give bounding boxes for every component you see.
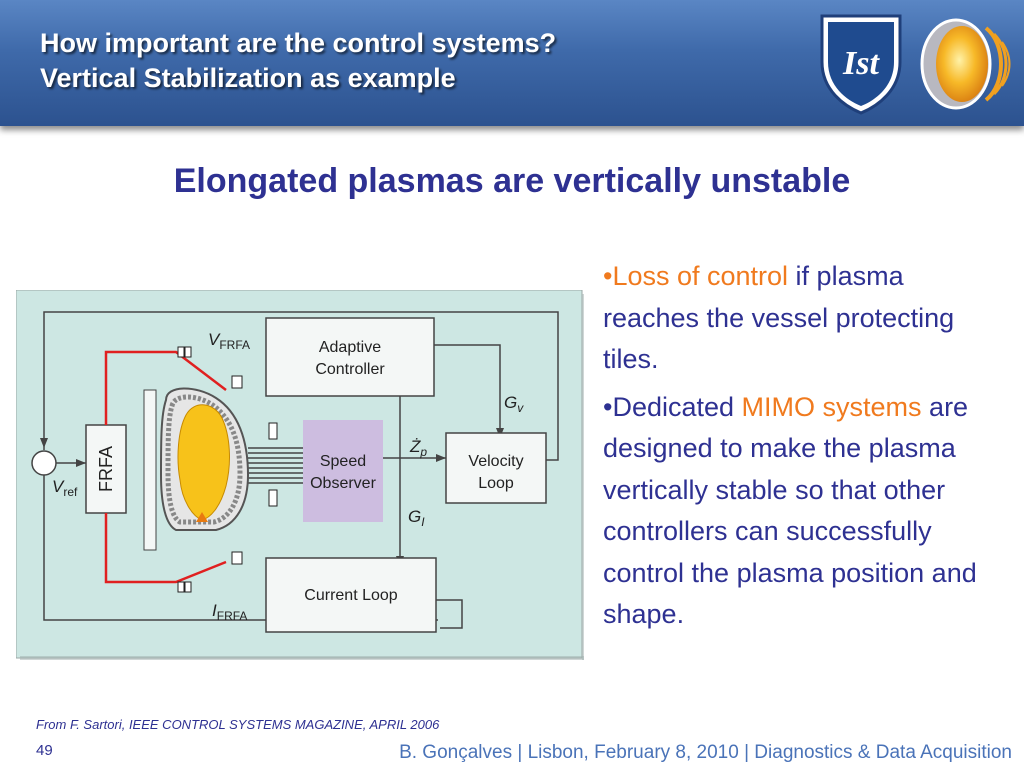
v-ref-label: Vref <box>52 477 78 499</box>
frfa-label: FRFA <box>96 446 116 492</box>
current-loop-label: Current Loop <box>304 587 397 604</box>
g-v-label: Gv <box>504 393 524 415</box>
slide-title: How important are the control systems? V… <box>40 26 800 96</box>
bullet-item-loss-of-control: •Loss of control if plasma reaches the v… <box>603 261 955 374</box>
summing-node <box>31 450 57 476</box>
plasma-logo <box>920 18 1011 110</box>
adaptive-controller-label-line2: Controller <box>315 361 385 378</box>
slide-subtitle: Elongated plasmas are vertically unstabl… <box>173 162 851 200</box>
adaptive-controller-block <box>265 317 435 397</box>
slide-title-line1: How important are the control systems? <box>40 28 557 58</box>
zp-dot-label: Żp <box>409 437 427 459</box>
vessel-rail-left <box>143 389 157 551</box>
velocity-loop-block <box>445 432 547 504</box>
i-frfa-label: IFRFA <box>212 601 247 623</box>
coil-markers <box>177 346 278 593</box>
speed-observer-label-line1: Speed <box>320 453 366 470</box>
velocity-loop-label-line1: Velocity <box>468 453 523 470</box>
figure-source-caption: From F. Sartori, IEEE CONTROL SYSTEMS MA… <box>36 717 440 732</box>
v-frfa-label: VFRFA <box>208 330 250 352</box>
bullet-list: •Loss of control if plasma reaches the v… <box>603 256 1003 642</box>
g-i-label: GI <box>408 507 425 529</box>
adaptive-controller-label-line1: Adaptive <box>319 339 381 356</box>
coil-feed-lines <box>104 350 227 584</box>
ist-shield-logo: Ist <box>820 14 902 115</box>
footer-text: B. Gonçalves | Lisbon, February 8, 2010 … <box>399 742 1012 763</box>
tokamak-cross-section <box>159 387 250 531</box>
ist-logo-text: Ist <box>842 45 880 82</box>
title-banner: How important are the control systems? V… <box>0 0 1024 126</box>
speed-observer-label-line2: Observer <box>310 475 376 492</box>
page-number: 49 <box>36 742 53 759</box>
slide-title-line2: Vertical Stabilization as example <box>40 63 456 93</box>
speed-observer-block <box>303 420 383 522</box>
velocity-loop-label-line2: Loop <box>478 475 514 492</box>
current-loop-block <box>265 557 437 633</box>
bullet-item-mimo-systems: •Dedicated MIMO systems are designed to … <box>603 391 977 630</box>
vertical-stabilization-diagram: FRFA Adaptive Controller Speed Observer … <box>16 290 584 660</box>
